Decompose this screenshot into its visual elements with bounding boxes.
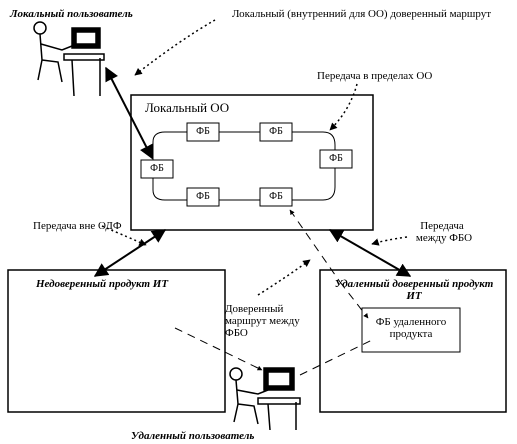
remote-user-figure xyxy=(229,367,301,431)
fb-label-2: ФБ xyxy=(269,126,283,137)
fb-label-6: ФБ xyxy=(269,191,283,202)
trusted-route-line-2 xyxy=(339,281,369,319)
pointer-transfer-between-fbo xyxy=(371,236,408,246)
arrow-oo-to-remote xyxy=(328,229,412,277)
fb-box-1 xyxy=(186,122,220,142)
fb-box-5 xyxy=(186,187,220,207)
local-user-label: Локальный пользователь xyxy=(10,8,133,20)
remote-trusted-product-title-2: ИТ xyxy=(406,290,422,302)
transfer-between-fbo-label-1: Передача xyxy=(420,220,464,232)
pointer-transfer-within xyxy=(329,83,358,131)
local-oo-title: Локальный ОО xyxy=(145,100,230,115)
fb-label-4: ФБ xyxy=(150,163,164,174)
fb-loop xyxy=(152,131,336,201)
pointer-trusted-route-fbo xyxy=(257,259,311,296)
pointer-trusted-route-label xyxy=(134,19,216,76)
local-user-figure xyxy=(33,21,105,97)
trusted-route-label-1: Доверенный xyxy=(225,303,284,315)
remote-fb-label-1: ФБ удаленного xyxy=(375,316,447,328)
remote-fb-label-2: продукта xyxy=(389,328,433,340)
untrusted-product-box xyxy=(7,269,226,413)
remote-user-label: Удаленный пользователь xyxy=(131,430,255,442)
fb-box-4 xyxy=(140,159,174,179)
local-trusted-route-label: Локальный (внутренний для ОО) доверенный… xyxy=(232,8,492,20)
remote-fb-box xyxy=(361,307,461,353)
fb-label-3: ФБ xyxy=(329,153,343,164)
fb-box-3 xyxy=(319,149,353,169)
transfer-within-oo-label: Передача в пределах ОО xyxy=(317,70,433,82)
fb-box-6 xyxy=(259,187,293,207)
arrow-oo-to-untrusted xyxy=(93,229,167,277)
fb-label-5: ФБ xyxy=(196,191,210,202)
route-untrusted-to-remote-user xyxy=(174,327,263,371)
untrusted-product-title: Недоверенный продукт ИТ xyxy=(36,278,169,290)
transfer-outside-odf-label: Передача вне ОДФ xyxy=(33,220,122,232)
trusted-route-label-2: маршрут между xyxy=(225,315,300,327)
route-remote-user-to-remote-fb xyxy=(299,339,373,376)
arrow-local-user-to-fb xyxy=(105,66,153,160)
local-oo-box xyxy=(130,94,374,231)
transfer-between-fbo-label-2: между ФБО xyxy=(415,232,473,244)
trusted-route-label-3: ФБО xyxy=(225,327,248,339)
trusted-route-line-1 xyxy=(289,209,341,283)
remote-trusted-product-title-1: Удаленный доверенный продукт xyxy=(334,278,494,290)
remote-trusted-product-box xyxy=(319,269,507,413)
fb-label-1: ФБ xyxy=(196,126,210,137)
fb-box-2 xyxy=(259,122,293,142)
